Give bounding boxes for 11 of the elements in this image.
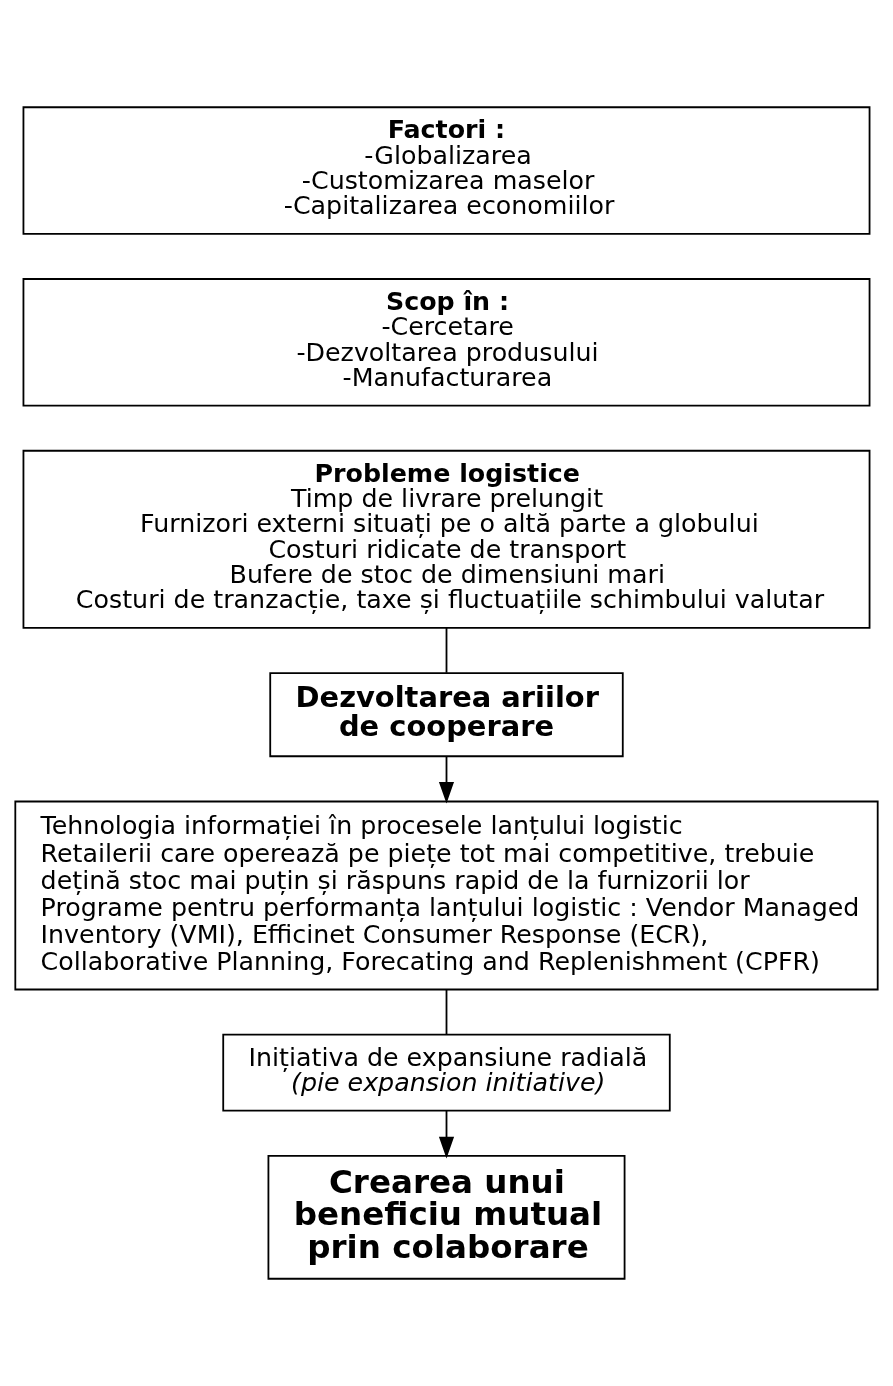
connector — [445, 988, 448, 1036]
node-box: Probleme logistice Timp de livrare prelungit Furnizori externi situați pe o altă parte a globului Costuri ridicate de transport Bufere de stoc de dimensiuni mari Costuri de tranzacție, taxe și fluctuațiile schimbului valutar — [22, 449, 871, 629]
arrow — [438, 755, 455, 804]
node-box: Scop în : -Cercetare -Dezvoltarea produsului -Manufacturarea — [22, 278, 871, 407]
connector — [445, 627, 448, 674]
node-box: Inițiativa de expansiune radială (pie expansion initiative) — [222, 1033, 671, 1112]
node-box: Factori : -Globalizarea -Customizarea maselor -Capitalizarea economiilor — [22, 106, 871, 235]
node-box: Crearea unui beneficiu mutual prin colaborare — [267, 1154, 626, 1280]
arrow — [438, 1109, 455, 1159]
node-box: Tehnologia informației în procesele lanțului logistic Retailerii care operează pe piețe tot mai competitive, trebuie dețină stoc mai puțin și răspuns rapid de la furnizorii lor Programe pentru performanța lanțului logistic : Vendor Managed Inventory (VMI), Efficinet Consumer Response (ECR), Collaborative Planning, Forecating and Replenishment (CPFR) — [14, 800, 879, 991]
node-box: Dezvoltarea ariilor de cooperare — [269, 672, 624, 758]
